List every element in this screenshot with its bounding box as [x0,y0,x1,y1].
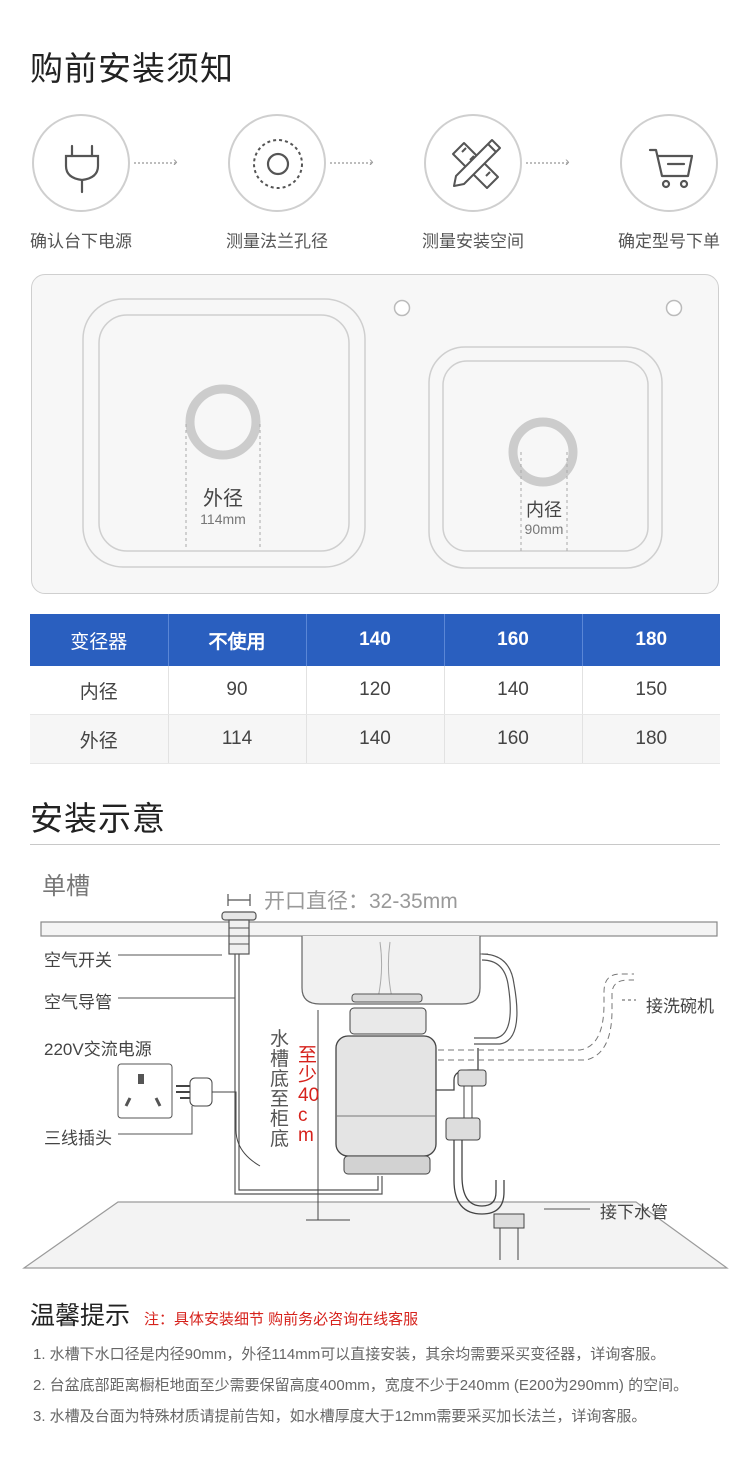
table-cell: 140 [306,714,445,764]
section-title: 安装示意 [30,800,166,837]
step-connector-2 [330,162,372,164]
air-switch-label: 空气开关 [44,951,112,970]
tip-item-1: 1. 水槽下水口径是内径90mm，外径114mm可以直接安装，其余均需要采买变径… [33,1346,666,1363]
table-header-cell: 不使用 [168,614,307,666]
step-2-label: 测量法兰孔径 [226,232,328,251]
table-cell: 内径 [30,666,169,715]
table-header-row: 变径器 不使用 140 160 180 [30,614,720,666]
tips-title: 温馨提示 [30,1302,131,1330]
chevron-right-icon: › [565,153,570,169]
adapter-spec-table: 变径器 不使用 140 160 180 内径 90 120 140 150 外径… [30,614,720,764]
page-title: 购前安装须知 [30,50,234,87]
table-cell: 180 [582,714,720,764]
table-cell: 114 [168,714,307,764]
sink-drawing [82,298,683,569]
table-header-cell: 变径器 [30,614,169,666]
step-1-circle [32,114,130,212]
target-circle-icon [253,139,303,189]
step-connector-3 [526,162,568,164]
step-4-label: 确定型号下单 [618,232,720,251]
table-cell: 外径 [30,714,169,764]
table-header-cell: 180 [582,614,720,666]
height-value-label: 至少40cm [298,1045,320,1146]
chevron-right-icon: › [369,153,374,169]
divider [30,844,720,845]
outer-diameter-label: 外径 [203,488,243,510]
inner-diameter-label: 内径 [526,500,562,520]
air-tube-label: 空气导管 [44,993,112,1012]
single-tank-label: 单槽 [42,873,90,900]
cart-icon [648,148,694,189]
plug-icon [64,144,100,194]
table-header-cell: 140 [306,614,445,666]
opening-diameter-label: 开口直径：32-35mm [264,890,458,913]
step-1-label: 确认台下电源 [30,232,132,251]
step-3-circle [424,114,522,212]
tips-note: 注：具体安装细节 购前务必咨询在线客服 [144,1311,419,1328]
power-label: 220V交流电源 [44,1040,152,1059]
plug-label: 三线插头 [44,1129,112,1148]
table-cell: 140 [444,666,583,715]
table-cell: 160 [444,714,583,764]
installation-diagram [22,894,729,1269]
step-4-circle [620,114,718,212]
table-cell: 90 [168,666,307,715]
table-header-cell: 160 [444,614,583,666]
step-2-circle [228,114,326,212]
step-connector-1 [134,162,176,164]
table-cell: 120 [306,666,445,715]
ruler-pencil-icon [452,139,501,189]
drain-label: 接下水管 [600,1203,668,1222]
inner-diameter-size: 90mm [524,521,564,537]
dishwasher-label: 接洗碗机 [646,997,714,1016]
chevron-right-icon: › [173,153,178,169]
tip-item-3: 3. 水槽及台面为特殊材质请提前告知，如水槽厚度大于12mm需要采买加长法兰，详… [33,1408,647,1425]
outer-diameter-size: 114mm [200,511,246,527]
table-row: 外径 114 140 160 180 [30,714,720,764]
step-3-label: 测量安装空间 [422,232,524,251]
height-desc-label: 水槽底至柜底 [270,1029,290,1150]
table-row: 内径 90 120 140 150 [30,666,720,715]
table-cell: 150 [582,666,720,715]
tip-item-2: 2. 台盆底部距离橱柜地面至少需要保留高度400mm，宽度不少于240mm (E… [33,1377,689,1394]
